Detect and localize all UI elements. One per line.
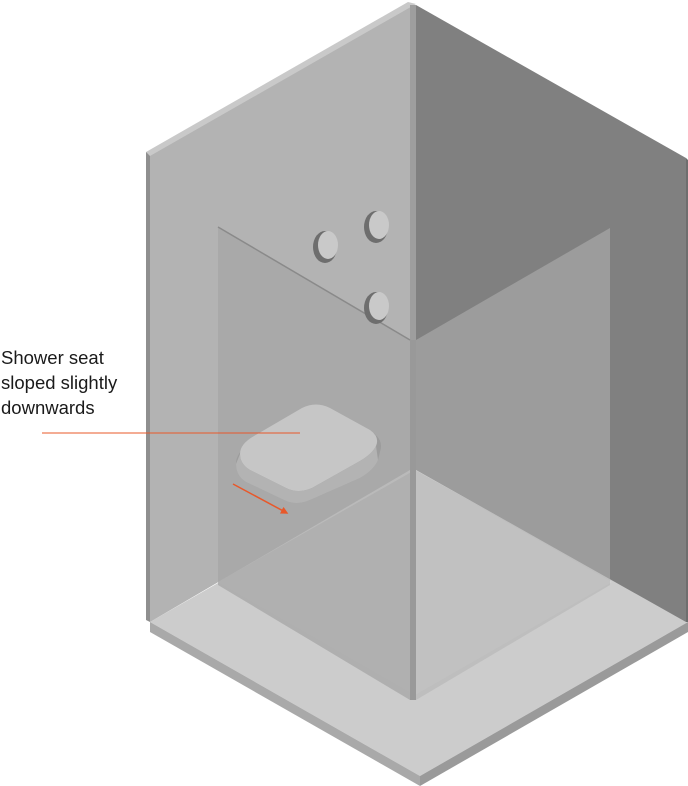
arrow-down-right-icon	[232, 483, 289, 514]
glass-panel-right	[410, 228, 610, 700]
shower-seat	[236, 404, 381, 503]
callout-line-2: sloped slightly	[1, 372, 118, 393]
shower-control-3	[364, 292, 389, 324]
callout-line-1: Shower seat	[1, 347, 104, 368]
callout-label: Shower seat sloped slightly downwards	[1, 345, 171, 420]
shower-control-1	[313, 231, 338, 263]
callout-line-3: downwards	[1, 397, 95, 418]
shower-control-2	[364, 211, 389, 243]
